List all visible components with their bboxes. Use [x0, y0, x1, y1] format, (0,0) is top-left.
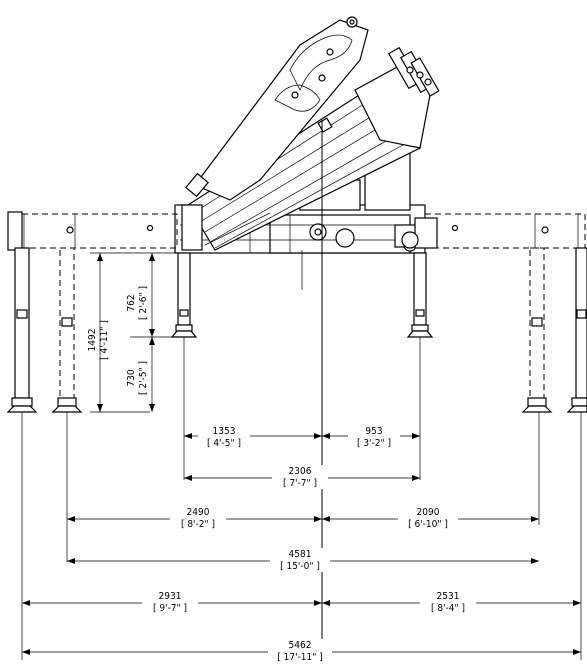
outrigger-legs [6, 247, 587, 413]
dim-row-1 [184, 425, 420, 449]
dim-953-ftin: [ 3'-2" ] [357, 438, 391, 449]
dim-1492-mm: 1492 [87, 329, 98, 352]
dim-2931-mm: 2931 [159, 591, 182, 602]
dim-762-mm: 762 [126, 294, 137, 311]
dim-row-5 [22, 590, 581, 614]
leg-far-left [6, 247, 38, 413]
dim-762-ftin: [ 2'-6" ] [138, 286, 149, 320]
dim-1353-ftin: [ 4'-5" ] [207, 438, 241, 449]
dim-row-6 [22, 639, 581, 664]
dim-953-mm: 953 [365, 426, 382, 437]
dim-2531-ftin: [ 8'-4" ] [431, 603, 465, 614]
dim-730-ftin: [ 2'-5" ] [138, 361, 149, 395]
dim-5462-mm: 5462 [289, 640, 312, 651]
dim-5462-ftin: [ 17'-11" ] [277, 652, 322, 663]
dim-2090-mm: 2090 [417, 507, 440, 518]
dim-730-label: 730 [ 2'-5" ] [126, 361, 149, 395]
dim-730-mm: 730 [126, 369, 137, 386]
dim-2931-ftin: [ 9'-7" ] [153, 603, 187, 614]
outrigger-beam-left [7, 211, 178, 251]
leg-inner-left [170, 252, 198, 338]
dim-2531-mm: 2531 [437, 591, 460, 602]
extension-lines [21, 337, 582, 660]
leg-inner-right [406, 252, 434, 338]
dim-row-2 [184, 465, 420, 489]
dim-4581-mm: 4581 [289, 549, 312, 560]
dim-762-label: 762 [ 2'-6" ] [126, 286, 149, 320]
dim-row-4 [67, 548, 539, 572]
leg-far-right [566, 247, 587, 413]
outrigger-beam-right [401, 213, 586, 249]
dim-2090-ftin: [ 6'-10" ] [408, 519, 448, 530]
vertical-dimensions [90, 252, 175, 413]
dim-2306-mm: 2306 [289, 466, 312, 477]
dim-2490-mm: 2490 [187, 507, 210, 518]
dim-1492-ftin: [ 4'-11" ] [99, 320, 110, 360]
leg-right-dashed [521, 247, 553, 413]
dim-1492-label: 1492 [ 4'-11" ] [87, 320, 110, 360]
dim-1353-mm: 1353 [213, 426, 236, 437]
dim-2306-ftin: [ 7'-7" ] [283, 478, 317, 489]
leg-left-dashed [51, 247, 83, 413]
crane-body [174, 16, 440, 254]
dim-row-3 [67, 506, 539, 530]
dim-4581-ftin: [ 15'-0" ] [280, 561, 320, 572]
dim-2490-ftin: [ 8'-2" ] [181, 519, 215, 530]
